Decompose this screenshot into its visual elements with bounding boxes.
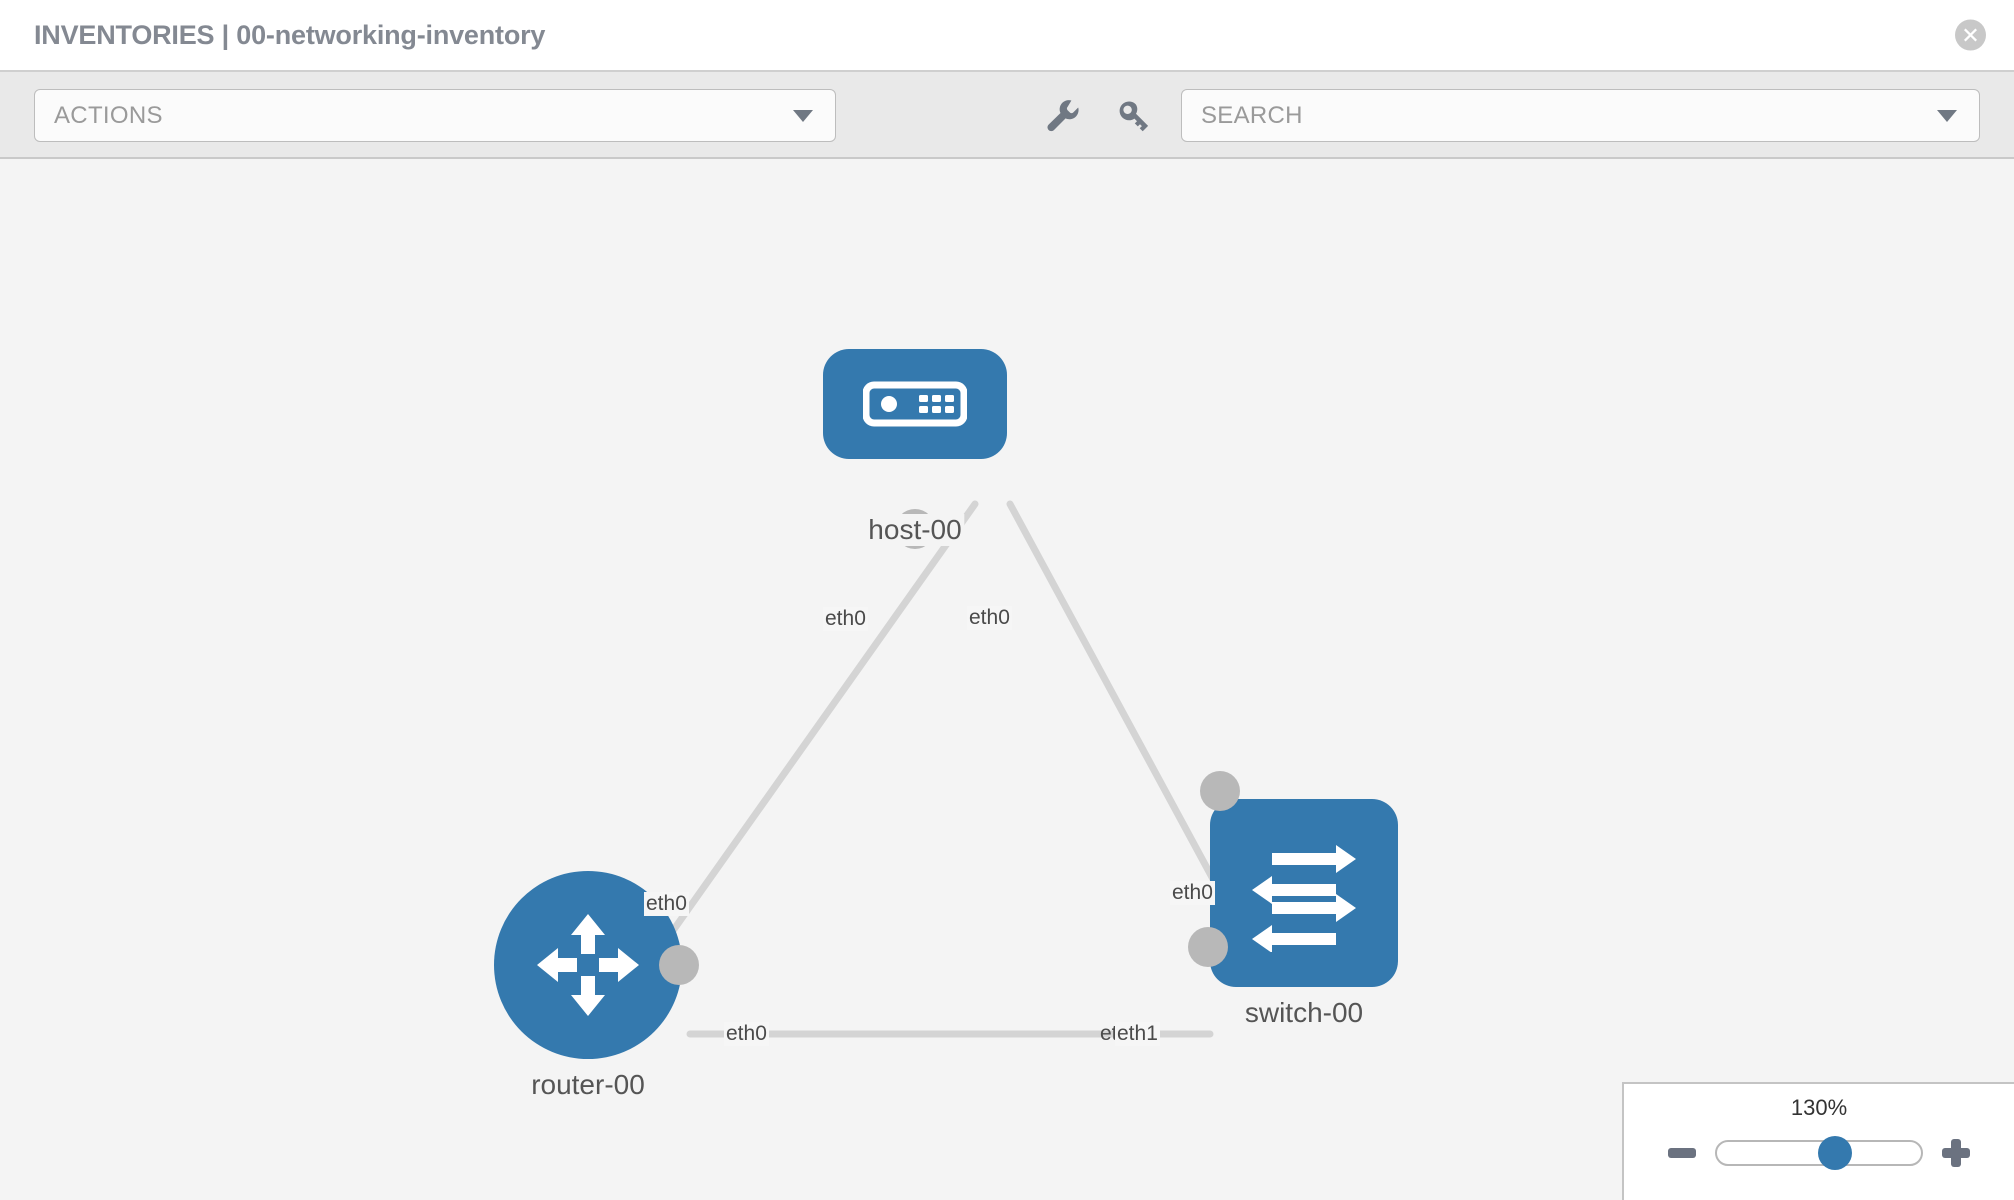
key-icon[interactable] [1112,93,1158,139]
wrench-icon[interactable] [1040,93,1086,139]
node-switch-00-label: switch-00 [1241,997,1367,1029]
zoom-slider-row [1624,1136,2014,1170]
node-host-00-shape[interactable] [823,349,1007,459]
page-title: INVENTORIES | 00-networking-inventory [34,19,546,50]
node-host-00[interactable]: host-00 [823,349,1007,549]
iface-label-router-up: eth0 [644,892,689,916]
node-host-00-label: host-00 [865,514,965,546]
endpoint-switch-00-side[interactable] [1188,927,1228,967]
edge-host-router [656,500,979,953]
zoom-level-value: 130% [1790,1095,1848,1120]
topology-edges [656,500,1244,1038]
node-router-00-label: router-00 [528,1069,648,1101]
iface-label-host-right: eth0 [967,606,1012,630]
chevron-down-icon[interactable] [1937,109,1957,122]
zoom-out-button[interactable] [1665,1136,1699,1170]
endpoint-switch-00-top[interactable] [1200,771,1240,811]
iface-label-router-eth0: eth0 [724,1022,769,1046]
node-switch-00[interactable]: switch-00 [1188,771,1398,1029]
actions-dropdown-label: ACTIONS [54,101,163,129]
actions-dropdown[interactable]: ACTIONS [34,89,836,142]
zoom-in-button[interactable] [1939,1136,1973,1170]
page-header: INVENTORIES | 00-networking-inventory [0,0,2014,70]
server-icon [863,381,967,427]
router-arrows-icon [537,914,639,1016]
switch-arrows-icon [1252,845,1356,952]
chevron-down-icon [793,109,813,122]
edge-host-switch [1006,500,1244,933]
zoom-control-panel: 130% [1622,1082,2014,1200]
iface-label-switch-eth1: eth1 [1115,1022,1160,1046]
search-input[interactable] [1201,101,1901,130]
iface-label-host-left: eth0 [823,607,868,631]
close-icon[interactable] [1955,19,1986,51]
topology-canvas[interactable]: host-00 route [0,159,2014,1200]
search-field[interactable] [1181,89,1980,142]
toolbar: ACTIONS [0,70,2014,159]
iface-label-switch-up: eth0 [1170,881,1215,905]
endpoint-router-00[interactable] [659,945,699,985]
node-switch-00-shape[interactable] [1210,799,1398,987]
zoom-slider-thumb[interactable] [1818,1136,1853,1170]
zoom-slider[interactable] [1715,1136,1923,1170]
